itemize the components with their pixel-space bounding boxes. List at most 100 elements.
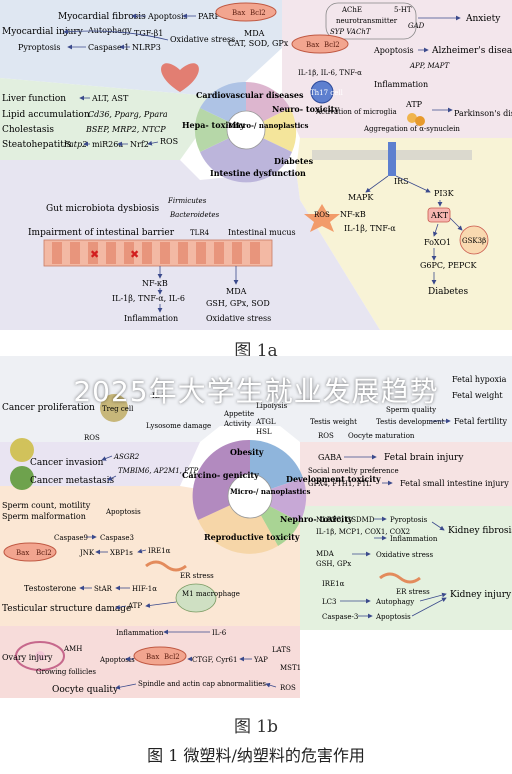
intestine-nfkb-label: NF-κB [142, 279, 168, 288]
cardio-mda-label: MDA [244, 29, 265, 38]
repro-apoptosis2-label: Apoptosis [99, 656, 135, 664]
heart-icon [161, 63, 199, 92]
myocardial-fibrosis-label: Myocardial fibrosis [58, 12, 146, 22]
kidney-fibrosis-label: Kidney fibrosis [448, 526, 512, 536]
sector-cardio-label: Cardiovascular diseases [196, 90, 304, 100]
star-label: StAR [94, 585, 113, 593]
cardio-bcl2-label: Bcl2 [250, 9, 266, 17]
mst-label: MST1 [280, 664, 301, 672]
testosterone-label: Testosterone [24, 584, 76, 593]
hsl-label: HSL [256, 428, 272, 436]
tgf-label: TGF-β1 [134, 29, 163, 38]
pi3k-label: PI3K [434, 189, 455, 198]
neuro-inflammation-label: Inflammation [374, 80, 428, 89]
repro-bax2-label: Bax [146, 653, 159, 661]
amh-label: AMH [63, 645, 82, 653]
sector-intestine-label: Intestine dysfunction [210, 168, 306, 178]
fetal-brain-injury-label: Fetal brain injury [384, 453, 464, 463]
caspase1-label: Caspase 1 [88, 43, 129, 52]
nephro-caspase3-label: Caspase-3 [322, 613, 358, 621]
neuro-bcl2-label: Bcl2 [324, 41, 340, 49]
app-label: APP, MAPT [409, 62, 450, 70]
liver-function-label: Liver function [2, 94, 66, 104]
myocardial-injury-label: Myocardial injury [2, 27, 84, 37]
lipolysis-label: Lipolysis [256, 402, 288, 410]
diabetes-il-label: IL-1β, TNF-α [344, 224, 396, 233]
m1-macrophage-label: M1 macrophage [182, 590, 240, 598]
mapk-label: MAPK [348, 193, 374, 202]
asgr2-label: ASGR2 [113, 453, 140, 461]
cd36-label: Cd36, Pparg, Ppara [88, 110, 168, 119]
testicular-damage-label: Testicular structure damage [2, 604, 131, 614]
hepa-region [0, 78, 210, 160]
nephro-il-label: IL-1β, MCP1, COX1, COX2 [316, 528, 410, 536]
svg-text:✖: ✖ [90, 248, 99, 261]
cardio-apoptosis-label: Apoptosis [147, 12, 188, 21]
repro-bcl2b-label: Bcl2 [164, 653, 180, 661]
panel-b-center-wheel [192, 439, 307, 554]
parkinson-label: Parkinson's disease [454, 109, 512, 118]
fatp2-label: Fatp2 [63, 140, 87, 149]
tmbim6-label: TMBIM6, AP2M1, PTP4A2 [118, 467, 213, 475]
irs-label: IRS [394, 177, 409, 186]
cardio-mitochondria-icon: Bax Bcl2 [215, 2, 277, 22]
sector-development-label: Development toxicity [286, 474, 381, 484]
svg-text:✖: ✖ [130, 248, 139, 261]
sector-neuro-label: Neuro- toxicity [272, 104, 339, 114]
alzheimer-label: Alzheimer's disease [431, 46, 512, 56]
5ht-label: 5-HT [394, 6, 412, 14]
intestine-inflammation-label: Inflammation [124, 314, 178, 323]
foxo1-label: FoXO1 [424, 238, 451, 247]
ctgf-label: CTGF, Cyr61 [192, 656, 237, 664]
sperm-count-label: Sperm count, motility [2, 501, 91, 510]
ovary-injury-label: Ovary injury [2, 653, 53, 662]
development-region [300, 442, 512, 506]
nephro-region [300, 506, 512, 630]
il6-label: IL-6 [212, 629, 227, 637]
testis-development-label: Testis development [376, 418, 445, 426]
nlrp3-gsdmd-label: NLRP3, GSDMD [316, 516, 375, 524]
top-region [0, 356, 512, 442]
nlrp3-label: NLRP3 [132, 43, 161, 52]
cardio-bax-label: Bax [232, 9, 245, 17]
anxiety-label: Anxiety [465, 14, 501, 24]
cardio-region [0, 0, 282, 96]
nephro-ire1a-label: IRE1α [322, 580, 345, 588]
nephro-oxidative-label: Oxidative stress [376, 551, 433, 559]
jnk-label: JNK [79, 549, 95, 557]
cholestasis-label: Cholestasis [2, 125, 54, 135]
cardio-autophagy-label: Autophagy [87, 26, 132, 35]
mir-label: miR26a [92, 140, 123, 149]
activity-label: Activity [223, 420, 251, 428]
sector-hepa-label: Hepa- toxicity [182, 120, 245, 130]
sector-obesity-label: Obesity [230, 447, 264, 457]
nephro-er-stress-label: ER stress [396, 588, 430, 596]
repro-er-stress-label: ER stress [180, 572, 214, 580]
repro-er-icon [145, 560, 187, 572]
treg-label: Treg cell [102, 405, 134, 413]
lats-label: LATS [272, 646, 291, 654]
atgl-label: ATGL [255, 418, 276, 426]
cancer-metastasis-label: Cancer metastasis [30, 476, 115, 486]
synuclein-label: Aggregation of α-synuclein [363, 125, 460, 133]
gsk-label: GSK3β [462, 237, 486, 245]
ache-label: AChE [341, 6, 362, 14]
panel-a-center-label: Micro-/ nanoplastics [228, 121, 308, 130]
nephro-gsh-label: GSH, GPx [316, 560, 351, 568]
mucus-label: Intestinal mucus [228, 228, 296, 237]
cancer-invasion-label: Cancer invasion [30, 458, 104, 468]
neuro-apoptosis-label: Apoptosis [373, 46, 414, 55]
nrf2-label: Nrf2 [130, 140, 149, 149]
panel-a-center-wheel [194, 81, 297, 183]
hif-label: HIF-1α [132, 585, 157, 593]
social-novelty-label: Social novelty preference [308, 467, 399, 475]
lc3-label: LC3 [322, 598, 336, 606]
panel-a: Myocardial fibrosis Apoptosis PARP Bax B… [0, 0, 512, 330]
caspase9-label: Caspase9 [54, 534, 88, 542]
intestine-il-label: IL-1β, TNF-α, IL-6 [112, 294, 185, 303]
barrier-label: Impairment of intestinal barrier [28, 228, 175, 238]
atp-label: ATP [405, 100, 423, 109]
neuro-region [282, 0, 512, 138]
repro-mitochondria2-icon: Bax Bcl2 [133, 646, 187, 666]
steatohepatitis-label: Steatohepatitis [2, 140, 72, 150]
